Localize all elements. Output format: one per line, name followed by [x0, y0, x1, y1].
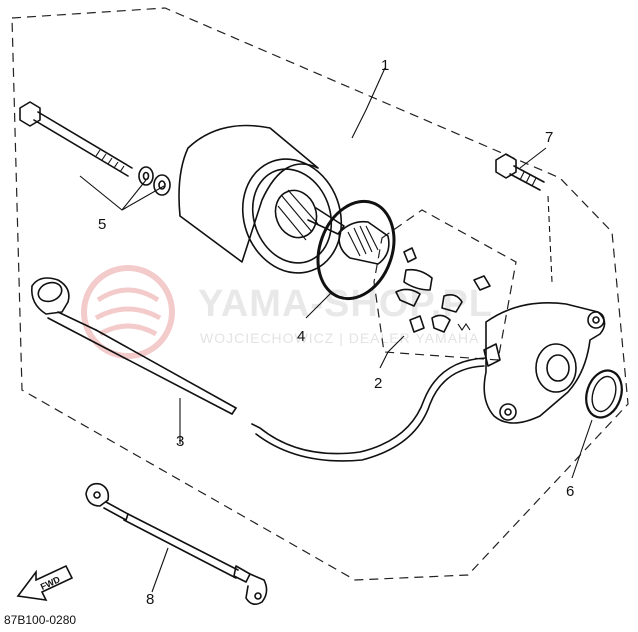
callout-4: 4	[297, 328, 305, 345]
assembly-boundary-dashed	[11, 7, 629, 581]
starter-cable-part-3	[30, 277, 237, 444]
starter-front-cover	[483, 302, 606, 424]
ground-cable-part-8	[85, 482, 268, 606]
callout-7: 7	[545, 129, 553, 146]
through-bolt-with-washers	[19, 101, 171, 211]
drawing-code: 87B100-0280	[4, 613, 76, 627]
starter-motor-yoke	[178, 124, 345, 274]
callout-3: 3	[176, 433, 184, 450]
watermark: YAMA-SHOP.PL WOJCIECHOWICZ | DEALER YAMA…	[81, 265, 492, 359]
armature-shaft	[338, 220, 390, 265]
forward-arrow-icon: FWD	[16, 564, 74, 602]
o-ring-part-6	[571, 369, 623, 479]
brush-group-boundary-dashed	[373, 209, 517, 361]
callout-6: 6	[566, 483, 574, 500]
callout-8: 8	[146, 591, 154, 608]
lead-wire	[251, 357, 487, 455]
callout-1: 1	[381, 57, 389, 74]
mounting-bolt-part-7	[495, 147, 553, 283]
watermark-subtitle: WOJCIECHOWICZ | DEALER YAMAHA	[200, 330, 479, 346]
o-ring-part-4	[305, 199, 396, 319]
watermark-logo-icon	[81, 265, 175, 359]
callout-2: 2	[374, 375, 382, 392]
callout-5: 5	[98, 216, 106, 233]
brush-holder-parts	[379, 247, 491, 369]
